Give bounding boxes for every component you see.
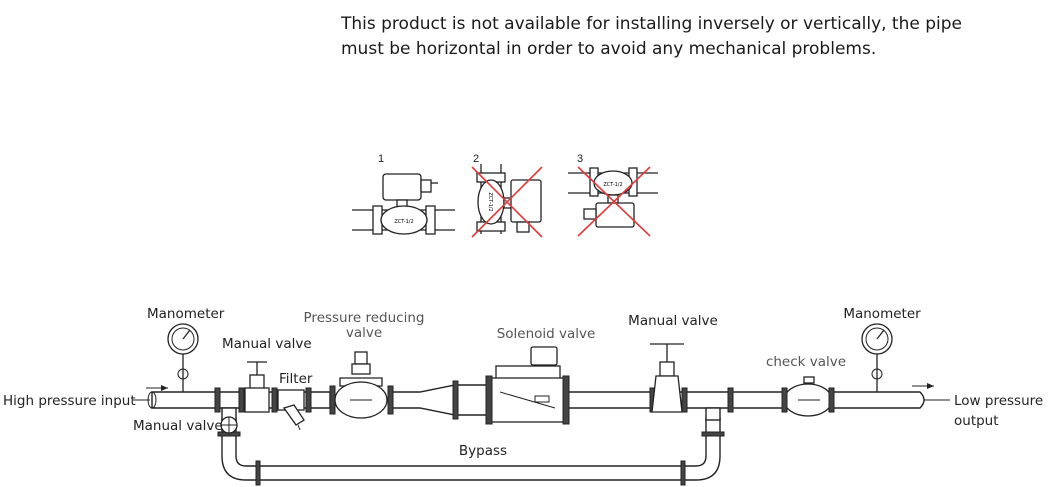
label-high-pressure-input: High pressure input [3,393,136,409]
example-number-2: 2 [473,153,479,165]
filter [277,389,305,431]
label-manometer-right: Manometer [843,306,921,322]
label-manual-valve-top-left: Manual valve [222,336,312,352]
valve-body [380,205,428,235]
label-solenoid-valve: Solenoid valve [497,326,596,342]
label-pressure-reducing-valve-line-2: valve [346,325,382,341]
orientation-example-2: 2 ZCT-1/2 [471,153,543,238]
valve-marking: ZCT-1/2 [487,192,493,211]
label-manometer-left: Manometer [147,306,225,322]
manual-valve-right [650,343,684,413]
valve-marking: ZCT-1/2 [603,182,622,188]
cross-mark [471,166,543,238]
label-filter: Filter [279,371,313,387]
label-manual-valve-bottom-left: Manual valve [133,418,223,434]
label-low-pressure-output-line-1: Low pressure [954,393,1043,409]
example-number-1: 1 [378,153,384,165]
manometer-left [167,323,199,392]
solenoid-coil [382,173,422,201]
manual-valve-bottom-left [220,416,238,434]
orientation-example-1: 1 ZCT-1/2 [352,153,455,235]
orientation-example-3: 3 ZCT-1/2 [568,153,658,237]
label-pressure-reducing-valve-line-1: Pressure reducing [304,310,425,326]
manual-valve-top-left [244,361,270,413]
installation-note-line-1: This product is not available for instal… [341,14,962,34]
cross-mark [577,166,651,237]
check-valve [781,376,835,417]
installation-note: This product is not available for instal… [341,12,1041,62]
solenoid-valve [485,346,570,425]
example-number-3: 3 [577,153,583,165]
manometer-right [861,323,893,392]
valve-marking: ZCT-1/2 [394,219,413,225]
label-manual-valve-right: Manual valve [628,313,718,329]
label-check-valve: check valve [766,354,846,370]
pressure-reducing-valve [329,351,394,419]
installation-note-line-2: must be horizontal in order to avoid any… [341,39,877,59]
solenoid-coil [510,179,542,223]
label-low-pressure-output-line-2: output [954,413,999,429]
label-bypass: Bypass [459,443,507,459]
